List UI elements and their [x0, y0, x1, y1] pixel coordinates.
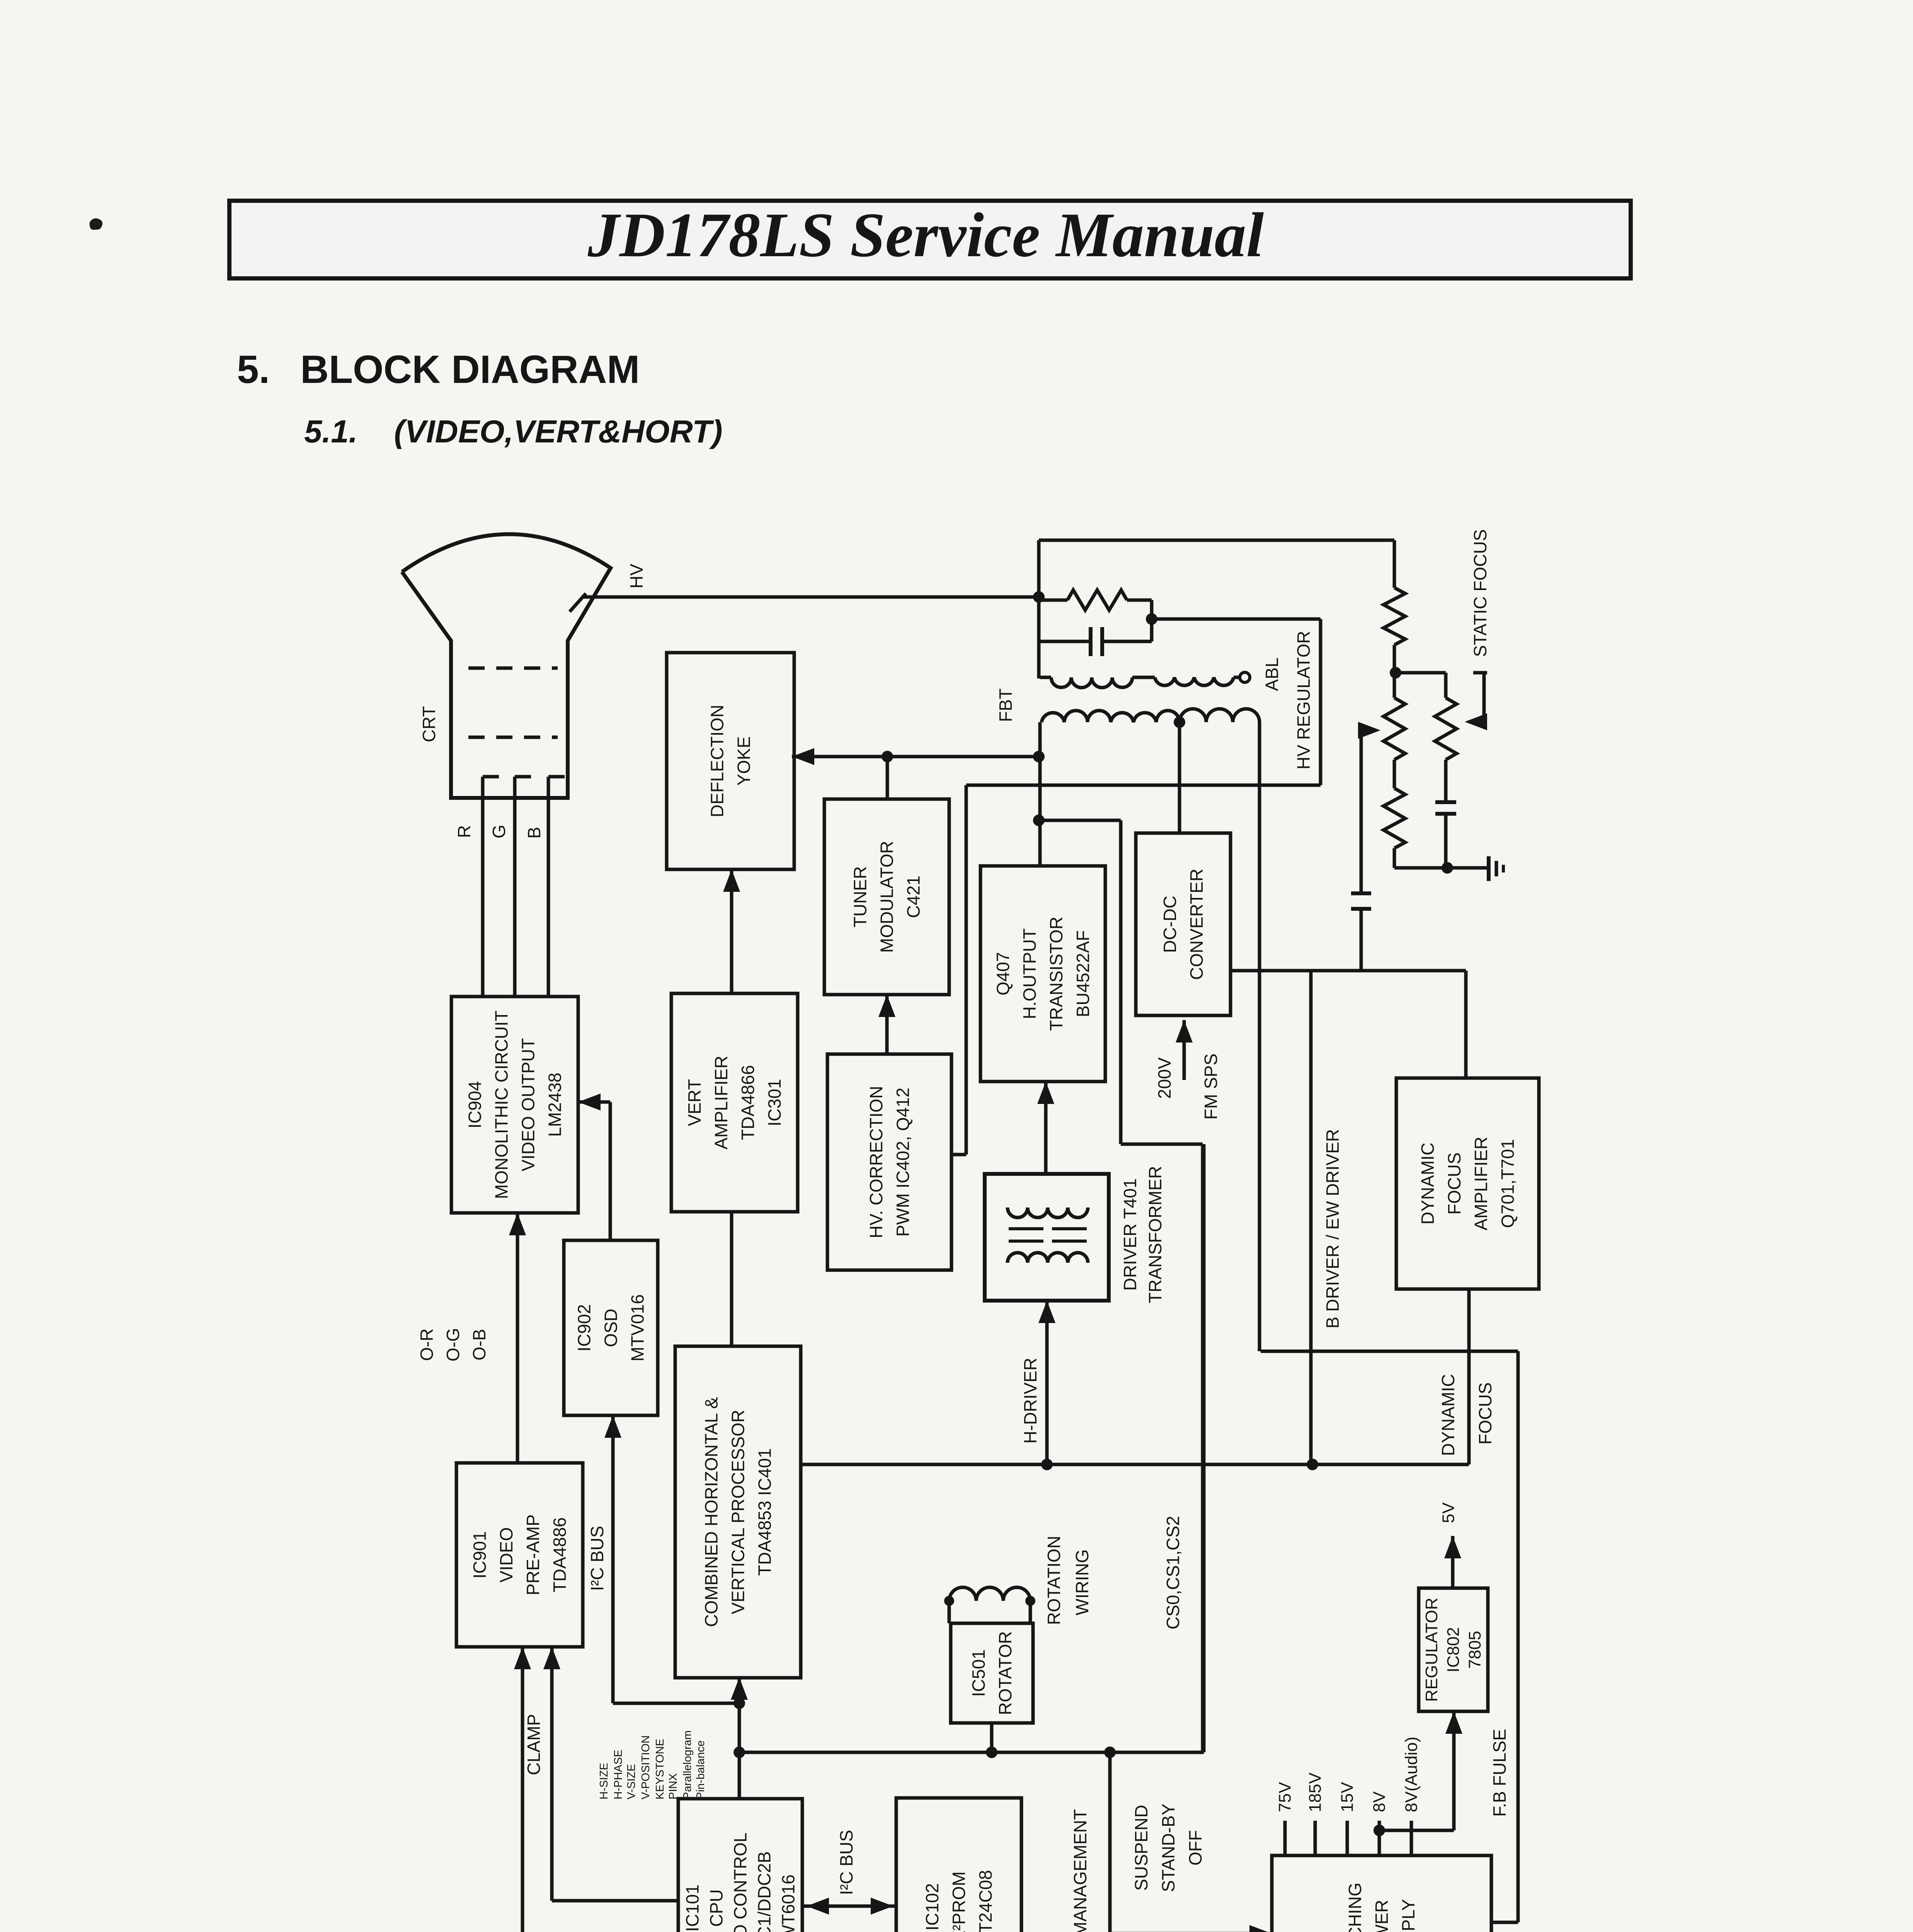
svg-text:PINX: PINX	[667, 1773, 679, 1799]
svg-text:FOCUS: FOCUS	[1444, 1153, 1464, 1215]
svg-text:REGULATOR: REGULATOR	[1422, 1598, 1441, 1702]
svg-text:FBT: FBT	[996, 689, 1016, 722]
svg-text:O-G: O-G	[443, 1328, 463, 1362]
svg-text:I²C BUS: I²C BUS	[836, 1830, 856, 1895]
svg-text:HV: HV	[626, 564, 647, 588]
svg-text:DC-DC: DC-DC	[1160, 896, 1180, 953]
svg-text:SWITCHING: SWITCHING	[1345, 1883, 1365, 1932]
svg-text:R: R	[454, 825, 474, 838]
svg-text:B: B	[524, 827, 544, 839]
svg-text:AMPLIFIER: AMPLIFIER	[711, 1056, 731, 1150]
svg-text:TRANSISTOR: TRANSISTOR	[1046, 917, 1066, 1031]
svg-text:IC904: IC904	[465, 1081, 485, 1129]
svg-text:YOKE: YOKE	[734, 736, 754, 786]
svg-text:ABL: ABL	[1262, 658, 1282, 691]
svg-text:IC802: IC802	[1444, 1627, 1463, 1672]
svg-text:5V: 5V	[1439, 1502, 1458, 1523]
svg-text:OFF: OFF	[1185, 1830, 1205, 1866]
svg-text:SUPPLY: SUPPLY	[1398, 1899, 1418, 1932]
svg-text:8V(Audio): 8V(Audio)	[1402, 1736, 1421, 1812]
svg-text:H-PHASE: H-PHASE	[612, 1750, 625, 1799]
svg-text:Q407: Q407	[993, 952, 1013, 996]
svg-text:BU4522AF: BU4522AF	[1073, 930, 1093, 1017]
svg-text:WIRING: WIRING	[1072, 1549, 1092, 1615]
svg-text:POWER MANAGEMENT: POWER MANAGEMENT	[1070, 1809, 1090, 1932]
svg-text:MTV016: MTV016	[628, 1294, 648, 1362]
svg-text:SUSPEND: SUSPEND	[1131, 1805, 1151, 1891]
svg-text:AT24C08: AT24C08	[975, 1870, 996, 1932]
svg-text:DRIVER T401: DRIVER T401	[1120, 1179, 1140, 1291]
svg-text:STATIC FOCUS: STATIC FOCUS	[1470, 529, 1490, 657]
svg-text:IC101: IC101	[682, 1884, 703, 1932]
svg-text:HV. CORRECTION: HV. CORRECTION	[866, 1086, 886, 1238]
svg-text:POWER: POWER	[1372, 1900, 1392, 1932]
svg-text:HV REGULATOR: HV REGULATOR	[1293, 631, 1314, 770]
svg-text:CPU: CPU	[706, 1889, 727, 1927]
svg-text:VIDEO: VIDEO	[496, 1527, 516, 1582]
svg-text:Parallelogram: Parallelogram	[681, 1730, 694, 1799]
svg-text:AMPLIFIER: AMPLIFIER	[1471, 1137, 1491, 1231]
svg-text:MONOLITHIC CIRCUIT: MONOLITHIC CIRCUIT	[492, 1010, 512, 1199]
svg-text:V-POSITION: V-POSITION	[640, 1735, 652, 1799]
svg-text:TDA4866: TDA4866	[738, 1065, 758, 1140]
svg-text:H-SIZE: H-SIZE	[598, 1763, 610, 1799]
svg-text:IC501: IC501	[968, 1650, 989, 1697]
svg-text:TRANSFORMER: TRANSFORMER	[1145, 1166, 1165, 1303]
svg-text:F.B FULSE: F.B FULSE	[1489, 1729, 1510, 1817]
svg-text:MODULATOR: MODULATOR	[877, 841, 897, 953]
svg-text:O-B: O-B	[469, 1329, 489, 1361]
svg-text:DDC1/DDC2B: DDC1/DDC2B	[754, 1851, 774, 1932]
svg-text:PRE-AMP: PRE-AMP	[523, 1514, 543, 1595]
svg-text:DYNAMIC: DYNAMIC	[1418, 1143, 1438, 1225]
svg-text:IC901: IC901	[470, 1531, 490, 1579]
svg-text:CS0,CS1,CS2: CS0,CS1,CS2	[1163, 1516, 1183, 1629]
svg-text:200V: 200V	[1154, 1057, 1174, 1099]
svg-text:COMBINED HORIZONTAL &: COMBINED HORIZONTAL &	[701, 1397, 722, 1627]
svg-text:H-DRIVER: H-DRIVER	[1020, 1358, 1040, 1444]
svg-text:O-R: O-R	[417, 1328, 437, 1361]
svg-text:75V: 75V	[1276, 1782, 1295, 1812]
svg-text:TDA4853 IC401: TDA4853 IC401	[755, 1448, 775, 1576]
svg-text:CRT: CRT	[419, 706, 439, 742]
svg-text:ROTATOR: ROTATOR	[995, 1631, 1015, 1715]
svg-text:LM2438: LM2438	[545, 1073, 565, 1137]
svg-text:VIDEO OUTPUT: VIDEO OUTPUT	[518, 1038, 538, 1171]
svg-text:IC902: IC902	[574, 1304, 594, 1352]
svg-text:IC301: IC301	[764, 1079, 785, 1126]
svg-text:H.OUTPUT: H.OUTPUT	[1019, 928, 1040, 1019]
svg-text:FM SPS: FM SPS	[1201, 1053, 1221, 1119]
svg-text:PWM IC402, Q412: PWM IC402, Q412	[893, 1087, 913, 1236]
svg-text:8V: 8V	[1370, 1791, 1389, 1812]
svg-text:V-SIZE: V-SIZE	[625, 1764, 638, 1799]
svg-text:VERTICAL PROCESSOR: VERTICAL PROCESSOR	[728, 1410, 748, 1614]
svg-text:TDA4886: TDA4886	[550, 1517, 570, 1592]
svg-text:I²C BUS: I²C BUS	[587, 1526, 607, 1591]
svg-text:G: G	[489, 825, 509, 838]
svg-text:FOCUS: FOCUS	[1475, 1383, 1495, 1445]
svg-text:VERT: VERT	[684, 1079, 705, 1126]
svg-text:7805: 7805	[1465, 1631, 1484, 1669]
svg-text:TUNER: TUNER	[850, 866, 870, 927]
svg-text:MICRO CONTROL: MICRO CONTROL	[730, 1833, 751, 1932]
svg-text:OSD: OSD	[601, 1309, 621, 1347]
svg-text:C421: C421	[904, 876, 924, 918]
svg-text:KEYSTONE: KEYSTONE	[654, 1739, 666, 1799]
svg-text:B DRIVER / EW DRIVER: B DRIVER / EW DRIVER	[1322, 1129, 1343, 1328]
svg-text:DEFLECTION: DEFLECTION	[707, 705, 727, 817]
svg-text:STAND-BY: STAND-BY	[1158, 1803, 1178, 1892]
svg-text:185V: 185V	[1306, 1772, 1325, 1812]
svg-text:IC102: IC102	[922, 1883, 942, 1931]
svg-text:ROTATION: ROTATION	[1044, 1536, 1064, 1625]
svg-text:Q701,T701: Q701,T701	[1498, 1139, 1518, 1228]
svg-text:Pin-balance: Pin-balance	[694, 1740, 707, 1799]
svg-text:15V: 15V	[1338, 1782, 1357, 1812]
svg-text:CONVERTER: CONVERTER	[1186, 869, 1207, 980]
svg-text:WT6016: WT6016	[778, 1874, 798, 1932]
svg-text:DYNAMIC: DYNAMIC	[1438, 1374, 1458, 1456]
svg-text:E²PROM: E²PROM	[949, 1871, 969, 1932]
svg-text:CLAMP: CLAMP	[524, 1714, 544, 1775]
